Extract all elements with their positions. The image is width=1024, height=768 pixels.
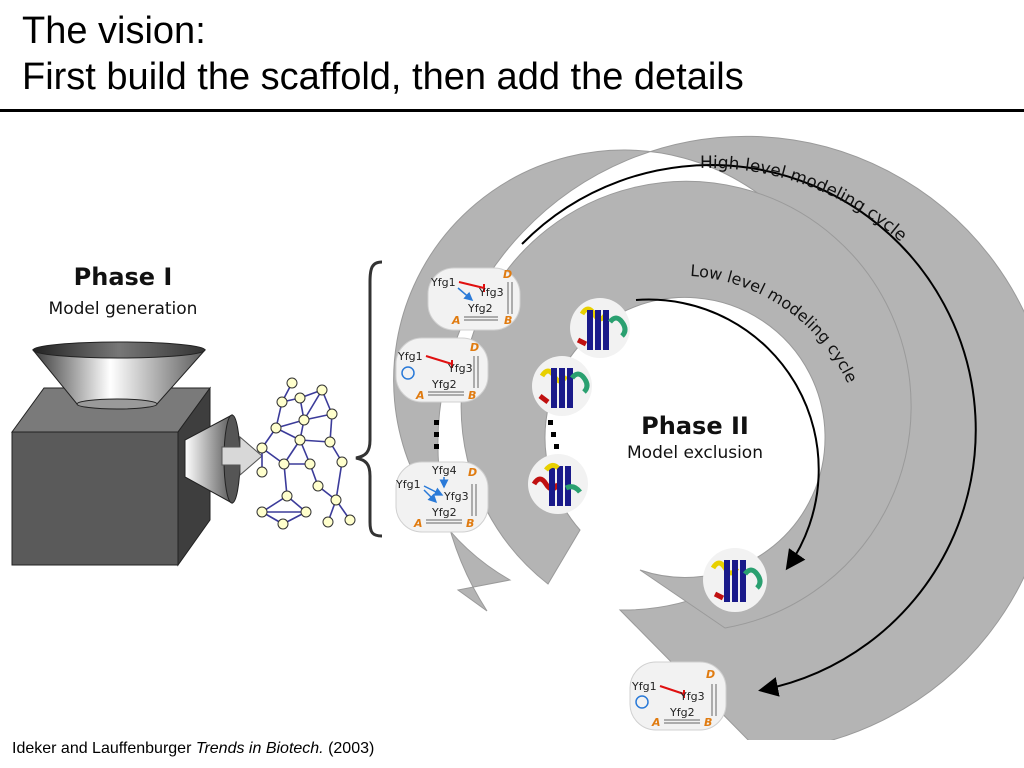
citation-authors: Ideker and Lauffenburger [12,740,192,757]
model1-label-a: A [451,314,461,327]
protein-ellipsis [548,420,559,449]
high-level-cycle-arrow [521,164,977,697]
phase1-title: Phase I [74,263,173,291]
model1-node-yfg3: Yfg3 [478,286,504,299]
model-card-1: Yfg1 Yfg3 Yfg2 D A B [427,267,521,331]
model1-node-yfg2: Yfg2 [467,302,493,315]
model3-label-d: D [468,466,477,479]
model4-label-d: D [706,668,715,681]
citation-journal: Trends in Biotech. [195,740,324,757]
phase2-title: Phase II [641,412,749,440]
model4-node-yfg1: Yfg1 [631,680,657,693]
curly-brace [355,260,383,538]
title-line-2: First build the scaffold, then add the d… [22,56,744,98]
slide-title: The vision: First build the scaffold, th… [22,8,744,100]
model1-label-b: B [504,314,512,327]
model4-node-yfg3: Yfg3 [679,690,705,703]
model4-label-b: B [704,716,712,729]
output-horn-icon [184,414,241,504]
model3-node-yfg4: Yfg4 [431,464,457,477]
protein-structure-icon-1 [570,298,630,358]
model3-label-b: B [466,517,474,530]
black-box-icon [11,386,211,567]
model-ellipsis [434,420,439,449]
low-level-cycle-arrow [635,298,820,571]
citation: Ideker and Lauffenburger Trends in Biote… [12,740,374,758]
model-card-2: Yfg1 Yfg3 Yfg2 D A B [395,337,489,403]
model1-label-d: D [503,268,512,281]
model-card-4: Yfg1 Yfg3 Yfg2 D A B [629,661,727,731]
interaction-network-icon [256,377,356,530]
model2-label-d: D [470,341,479,354]
title-line-1: The vision: [22,10,206,52]
model-card-3: Yfg4 Yfg1 Yfg3 Yfg2 D A B [395,461,489,533]
phase2-center [585,328,809,552]
model4-node-yfg2: Yfg2 [669,706,695,719]
citation-year: (2003) [328,740,375,757]
model2-label-b: B [468,389,476,402]
model4-label-a: A [651,716,661,729]
inner-ring [460,180,912,629]
model2-node-yfg2: Yfg2 [431,378,457,391]
model3-label-a: A [413,517,423,530]
funnel-icon [31,341,207,410]
model2-node-yfg1: Yfg1 [397,350,423,363]
phase2-subtitle: Model exclusion [627,443,763,463]
protein-structure-icon-4 [703,548,767,612]
model2-label-a: A [415,389,425,402]
protein-structure-icon-3 [528,454,588,514]
model3-node-yfg1: Yfg1 [395,478,421,491]
modeling-cycle-diagram: High level modeling cycle Low level mode… [11,135,1024,740]
model3-node-yfg2: Yfg2 [431,506,457,519]
phase1-subtitle: Model generation [49,299,198,319]
model3-node-yfg3: Yfg3 [443,490,469,503]
model2-node-yfg3: Yfg3 [447,362,473,375]
model1-node-yfg1: Yfg1 [430,276,456,289]
protein-structure-icon-2 [532,356,592,416]
title-divider [0,109,1024,112]
output-arrow-icon [221,435,263,477]
